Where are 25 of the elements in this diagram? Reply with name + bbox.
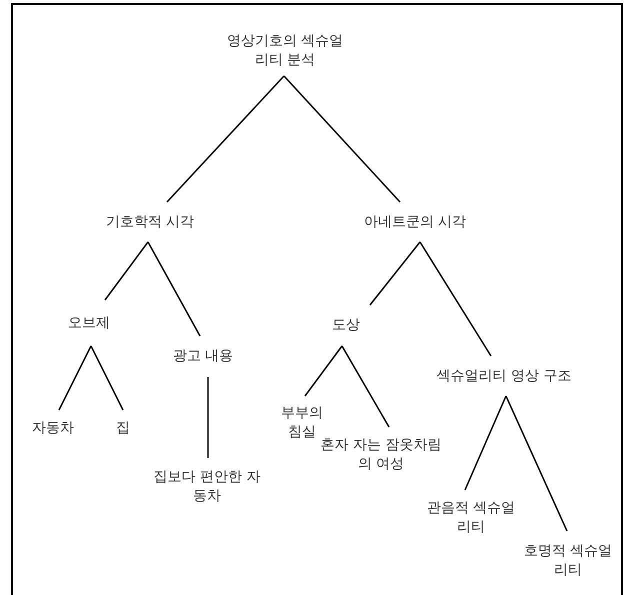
- connector-line: [166, 75, 285, 203]
- connector-line: [369, 242, 421, 306]
- connector-line: [304, 346, 343, 396]
- connector-line: [341, 346, 390, 428]
- connector-line: [505, 396, 568, 532]
- connector-line: [419, 242, 492, 356]
- node-label: 섹슈얼리티 영상 구조: [436, 366, 572, 386]
- connector-line: [58, 346, 92, 410]
- connector-line: [464, 396, 507, 490]
- node-label: 호명적 섹슈얼리티: [523, 542, 613, 580]
- connector-line: [90, 346, 124, 410]
- connector-line: [283, 76, 401, 202]
- connector-line: [104, 242, 149, 300]
- node-label: 광고 내용: [172, 347, 234, 366]
- connector-line: [147, 242, 201, 336]
- node-label: 오브제: [67, 314, 111, 332]
- node-label: 아네트쿤의 시각: [362, 212, 468, 232]
- node-label: 자동차: [31, 418, 75, 438]
- connector-line: [207, 377, 209, 458]
- node-label: 집: [115, 418, 131, 438]
- node-label: 기호학적 시각: [104, 212, 196, 232]
- node-label: 집보다 편안한 자동차: [152, 468, 262, 506]
- node-label: 관음적 섹슈얼리티: [426, 498, 516, 536]
- node-label: 영상기호의 섹슈얼리티 분석: [226, 32, 344, 70]
- node-label: 도상: [331, 316, 361, 335]
